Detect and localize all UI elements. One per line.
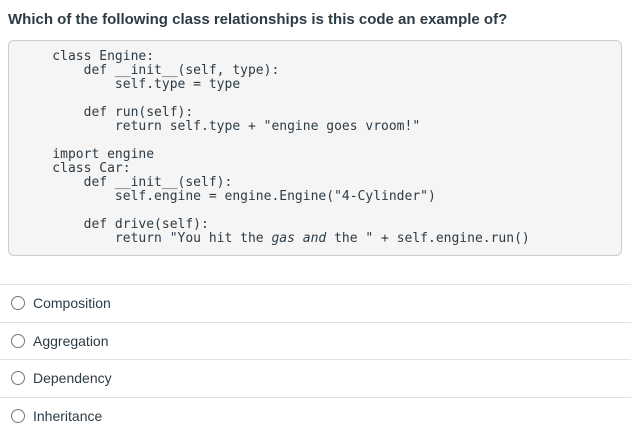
answer-label: Aggregation (33, 332, 109, 349)
code-line (21, 204, 609, 218)
code-line: class Engine: (21, 49, 155, 64)
radio-button-icon[interactable] (11, 333, 25, 348)
answer-row-dependency[interactable]: Dependency (0, 359, 631, 397)
code-line (21, 134, 609, 148)
answer-row-composition[interactable]: Composition (0, 284, 631, 322)
code-line: def __init__(self, type): (21, 63, 280, 78)
radio-button-icon[interactable] (11, 408, 25, 423)
answer-row-inheritance[interactable]: Inheritance (0, 396, 631, 435)
code-line: class Car: (21, 161, 131, 176)
code-line: self.engine = engine.Engine("4-Cylinder"… (21, 189, 436, 204)
answer-row-aggregation[interactable]: Aggregation (0, 321, 631, 360)
code-block: class Engine: def __init__(self, type): … (21, 50, 609, 246)
code-line: self.type = type (21, 77, 241, 92)
radio-button-icon[interactable] (11, 371, 25, 386)
code-line: return "You hit the gas and the " + self… (21, 231, 530, 246)
code-line: return self.type + "engine goes vroom!" (21, 119, 421, 134)
radio-button-icon[interactable] (11, 296, 25, 311)
code-line: def __init__(self): (21, 175, 233, 190)
code-line: import engine (21, 147, 155, 162)
code-box: class Engine: def __init__(self, type): … (8, 40, 622, 256)
code-line: def drive(self): (21, 217, 209, 232)
answer-label: Dependency (33, 370, 112, 387)
answer-label: Composition (33, 295, 111, 312)
question-text: Which of the following class relationshi… (8, 11, 508, 28)
answer-list: Composition Aggregation Dependency Inher… (0, 284, 631, 434)
answer-label: Inheritance (33, 407, 103, 424)
code-line: def run(self): (21, 105, 194, 120)
code-line (21, 92, 609, 106)
